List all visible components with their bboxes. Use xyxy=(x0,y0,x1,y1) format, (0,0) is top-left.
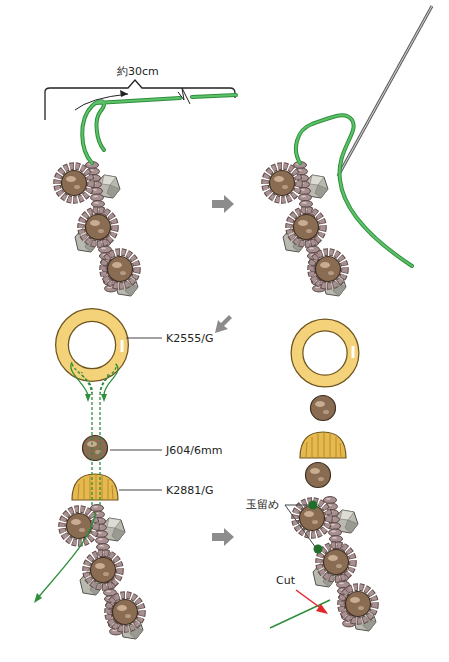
direction-arrow xyxy=(75,94,128,110)
leader-line xyxy=(110,450,162,451)
bead-chain xyxy=(62,505,143,639)
thread-path xyxy=(71,362,118,395)
thread-end xyxy=(270,600,330,628)
thread xyxy=(82,95,236,163)
leader-line xyxy=(285,505,312,506)
leader-line xyxy=(119,490,162,491)
callout-label: 玉留め xyxy=(246,499,279,510)
knot-dot xyxy=(314,545,323,554)
pearl-bead xyxy=(311,396,336,421)
step-arrow xyxy=(215,315,232,333)
jump-ring xyxy=(297,325,353,381)
step-arrow xyxy=(212,528,234,546)
leader-line xyxy=(285,505,316,548)
break-mark xyxy=(178,88,190,104)
callout-label: Cut xyxy=(276,575,295,586)
step-arrow xyxy=(212,195,234,213)
thread-exit xyxy=(36,512,96,600)
pearl-bead xyxy=(83,436,108,461)
callout-label: K2555/G xyxy=(166,333,213,344)
callout-label: K2881/G xyxy=(166,485,213,496)
knot-dot xyxy=(309,501,318,510)
leader-line xyxy=(126,338,162,339)
thread-highlight xyxy=(82,95,236,163)
callout-label: J604/6mm xyxy=(166,445,222,456)
thread xyxy=(296,115,412,266)
bead-chain xyxy=(57,162,138,296)
callout-label: 約30cm xyxy=(117,66,159,77)
bead-cap xyxy=(72,474,118,500)
bead-chain xyxy=(265,162,346,296)
bead-cap xyxy=(300,432,346,458)
pearl-bead xyxy=(306,463,331,488)
needle xyxy=(338,6,432,176)
